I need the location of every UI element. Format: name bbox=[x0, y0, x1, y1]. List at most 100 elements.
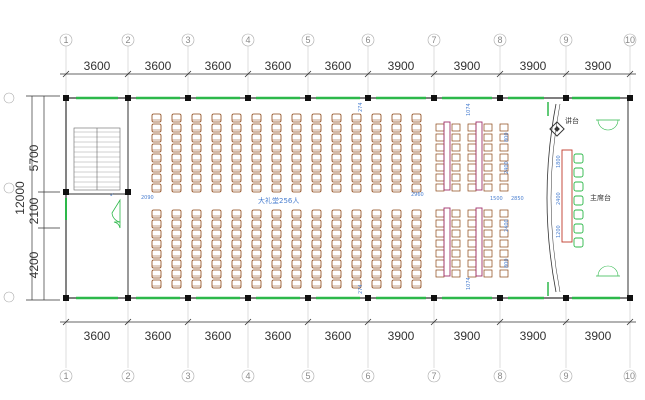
axis-number: 8 bbox=[497, 371, 502, 381]
seat bbox=[171, 209, 182, 219]
column bbox=[185, 95, 191, 101]
seat bbox=[331, 279, 342, 289]
audience-seating bbox=[151, 113, 422, 289]
axis-number: 6 bbox=[365, 35, 370, 45]
axis-bubble bbox=[121, 369, 135, 383]
seat bbox=[211, 133, 222, 143]
seat bbox=[311, 123, 322, 133]
vip-seat bbox=[451, 239, 461, 248]
axis-number: 6 bbox=[365, 371, 370, 381]
seat bbox=[311, 183, 322, 193]
seat bbox=[151, 249, 162, 259]
seat bbox=[171, 249, 182, 259]
seat bbox=[311, 269, 322, 279]
axis-bubble bbox=[121, 33, 135, 47]
vip-seat bbox=[467, 163, 477, 172]
seat bbox=[291, 173, 302, 183]
vip-seat bbox=[435, 183, 445, 192]
left-dim-lower: 4200 bbox=[27, 251, 41, 278]
top-dimension: 3900 bbox=[388, 59, 415, 73]
axis-bubble bbox=[301, 33, 315, 47]
vip-seat bbox=[451, 249, 461, 258]
vip-seat bbox=[499, 209, 509, 218]
seat bbox=[251, 269, 262, 279]
seat bbox=[251, 163, 262, 173]
column bbox=[245, 95, 251, 101]
seat bbox=[171, 113, 182, 123]
seat bbox=[191, 239, 202, 249]
seat bbox=[411, 133, 422, 143]
seat bbox=[291, 269, 302, 279]
seat bbox=[171, 173, 182, 183]
vip-seat bbox=[483, 219, 493, 228]
axis-number: 1 bbox=[63, 371, 68, 381]
seat bbox=[311, 279, 322, 289]
vip-seat bbox=[483, 163, 493, 172]
axis-number: 9 bbox=[563, 371, 568, 381]
seat bbox=[311, 249, 322, 259]
seat bbox=[211, 163, 222, 173]
column bbox=[63, 95, 69, 101]
column bbox=[627, 95, 633, 101]
seat bbox=[351, 279, 362, 289]
vip-seat bbox=[499, 173, 509, 182]
column bbox=[497, 95, 503, 101]
seat bbox=[271, 113, 282, 123]
seat bbox=[211, 173, 222, 183]
vip-seat bbox=[499, 239, 509, 248]
seat bbox=[371, 269, 382, 279]
seat bbox=[331, 209, 342, 219]
vip-seat bbox=[435, 219, 445, 228]
seat bbox=[391, 239, 402, 249]
column bbox=[125, 95, 131, 101]
seat bbox=[171, 153, 182, 163]
vip-seating bbox=[435, 121, 509, 278]
vip-seat bbox=[483, 269, 493, 278]
axis-bubble bbox=[427, 33, 441, 47]
seat bbox=[371, 113, 382, 123]
seat bbox=[271, 143, 282, 153]
vip-seat bbox=[451, 229, 461, 238]
seat bbox=[371, 183, 382, 193]
seat bbox=[271, 279, 282, 289]
aisle-gap-dim: 2960 bbox=[411, 192, 424, 198]
seat bbox=[371, 123, 382, 133]
bottom-dimension: 3600 bbox=[84, 329, 111, 343]
axis-number: 9 bbox=[563, 35, 568, 45]
vip-seat bbox=[499, 229, 509, 238]
building-walls bbox=[63, 95, 633, 301]
podium-seating bbox=[561, 149, 584, 248]
vip-seat bbox=[435, 239, 445, 248]
vip-seat bbox=[499, 259, 509, 268]
aisle-gap2-dim: 1500 bbox=[490, 196, 503, 202]
seat bbox=[251, 249, 262, 259]
seat bbox=[191, 133, 202, 143]
bottom-dimension: 3600 bbox=[325, 329, 352, 343]
seat bbox=[391, 279, 402, 289]
seat bbox=[151, 133, 162, 143]
vip-seat bbox=[483, 143, 493, 152]
seat bbox=[271, 259, 282, 269]
seat bbox=[391, 229, 402, 239]
seat bbox=[191, 269, 202, 279]
seat bbox=[411, 239, 422, 249]
seat bbox=[211, 229, 222, 239]
seat bbox=[151, 229, 162, 239]
vip-seat bbox=[499, 123, 509, 132]
seat bbox=[411, 123, 422, 133]
seat bbox=[411, 113, 422, 123]
podium-chair bbox=[573, 167, 584, 178]
seat bbox=[211, 279, 222, 289]
seat bbox=[351, 249, 362, 259]
seat bbox=[151, 173, 162, 183]
seat bbox=[371, 279, 382, 289]
vip-seat bbox=[499, 219, 509, 228]
axis-number: 7 bbox=[431, 371, 436, 381]
axis-bubble bbox=[361, 33, 375, 47]
entrance-door: ↙ bbox=[65, 192, 121, 229]
seat bbox=[311, 143, 322, 153]
seat bbox=[151, 183, 162, 193]
axis-bubble bbox=[181, 33, 195, 47]
axis-bubble bbox=[241, 369, 255, 383]
